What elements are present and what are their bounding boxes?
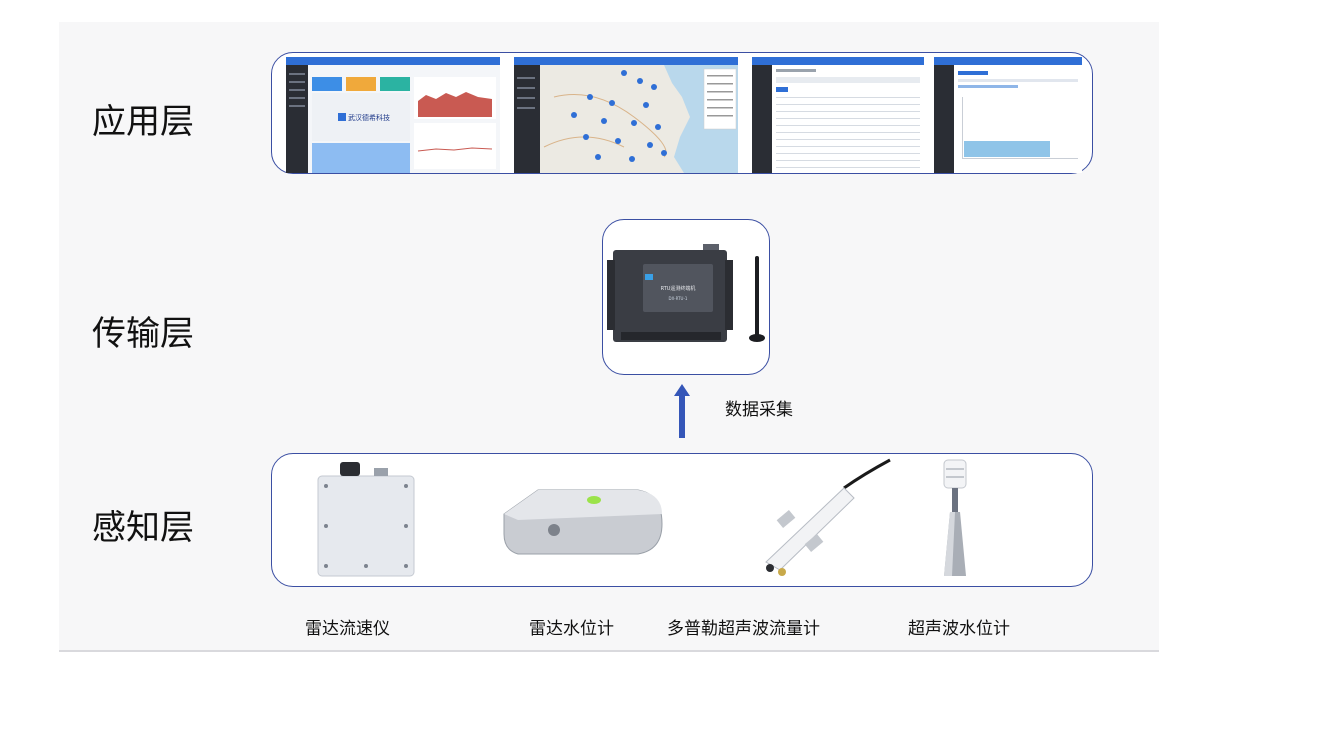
report-image [934,57,1082,173]
doppler-flowmeter-icon [765,458,891,576]
dashboard-image: 武汉德希科技 [286,57,500,173]
rtu-title: RTU遥测终端机 [661,285,696,292]
transmission-layer-label: 传输层 [92,314,194,354]
perception-layer-label: 感知层 [92,508,194,548]
device-label-doppler-flowmeter: 多普勒超声波流量计 [667,619,820,639]
application-layer-label: 应用层 [92,102,194,142]
map-image [514,57,738,173]
transmission-layer-box: RTU遥测终端机 DX-RTU-1 [602,219,770,375]
perception-layer-box [271,453,1093,587]
ultrasonic-level-gauge-icon [943,459,967,576]
table-screenshot [752,57,924,173]
radar-level-gauge-icon [503,489,663,555]
radar-velocimeter-icon [317,462,415,577]
upload-arrow-icon [674,384,690,438]
map-screenshot [514,57,738,173]
panel-divider [59,650,1159,652]
device-label-ultrasonic-level-gauge: 超声波水位计 [908,619,1010,639]
data-collection-label: 数据采集 [725,400,793,420]
rtu-model: DX-RTU-1 [669,296,688,301]
report-screenshot [934,57,1082,173]
table-image [752,57,924,173]
application-layer-box: 武汉德希科技 [271,52,1093,174]
device-label-radar-velocimeter: 雷达流速仪 [305,619,390,639]
dashboard-screenshot: 武汉德希科技 [286,57,500,173]
device-label-radar-level-gauge: 雷达水位计 [529,619,614,639]
brand-text: 武汉德希科技 [348,113,390,122]
rtu-terminal-icon: RTU遥测终端机 DX-RTU-1 [607,244,765,342]
